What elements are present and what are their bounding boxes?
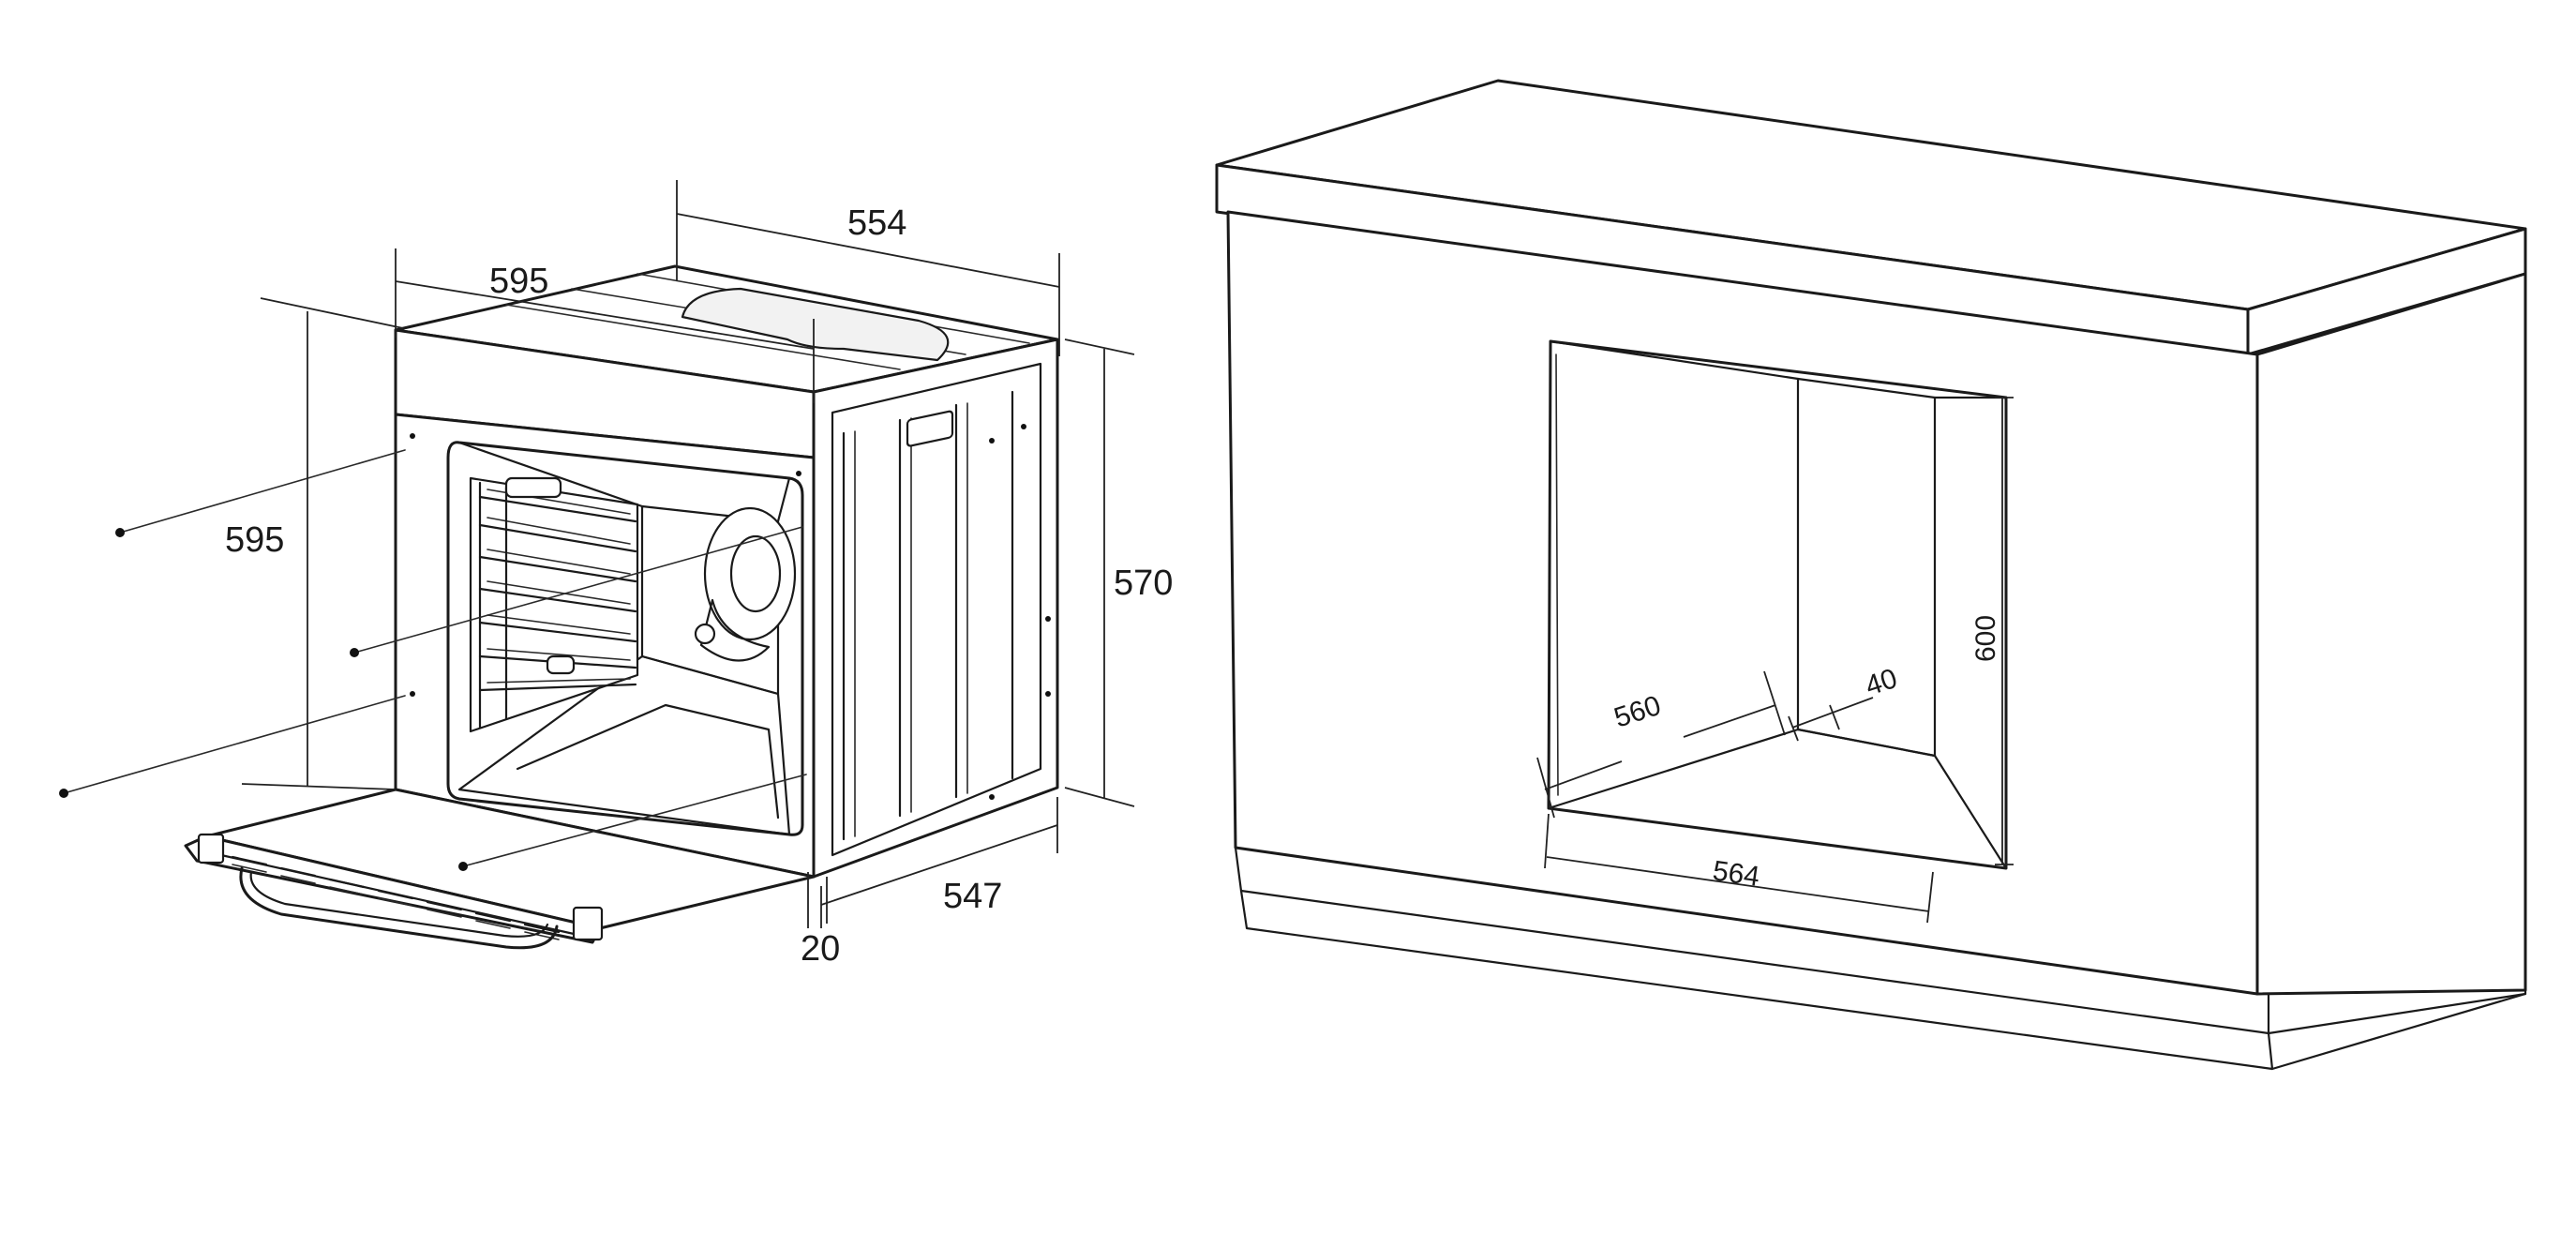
oven-side-handle-slot	[906, 410, 954, 447]
label-oven-door-offset: 20	[801, 929, 840, 969]
oven-door-handle	[239, 866, 559, 950]
oven-dimension-lines	[241, 180, 1135, 928]
label-cabinet-niche-height: 600	[1970, 615, 2001, 662]
oven-door-vents	[231, 855, 561, 934]
oven-cavity-floor	[457, 654, 791, 836]
oven-door	[184, 788, 816, 950]
label-cabinet-niche-width: 564	[1711, 855, 1761, 893]
oven-drawing: 554 595 595 570 547 20	[59, 180, 1173, 969]
label-oven-height-side: 570	[1114, 564, 1173, 603]
cabinet-niche	[1547, 339, 2008, 870]
cabinet-side	[2255, 272, 2527, 996]
label-oven-depth-top: 554	[847, 203, 906, 243]
label-oven-height-front: 595	[225, 520, 284, 560]
oven-rack-panel	[469, 476, 639, 733]
label-oven-width-top: 595	[489, 262, 548, 301]
oven-top-vent	[681, 287, 950, 362]
cabinet-dimension-lines	[1536, 397, 2014, 924]
label-oven-depth-side: 547	[943, 877, 1002, 916]
cabinet-drawing: 560 40 600 564	[1215, 79, 2527, 1071]
oven-fan-cover	[703, 506, 797, 641]
